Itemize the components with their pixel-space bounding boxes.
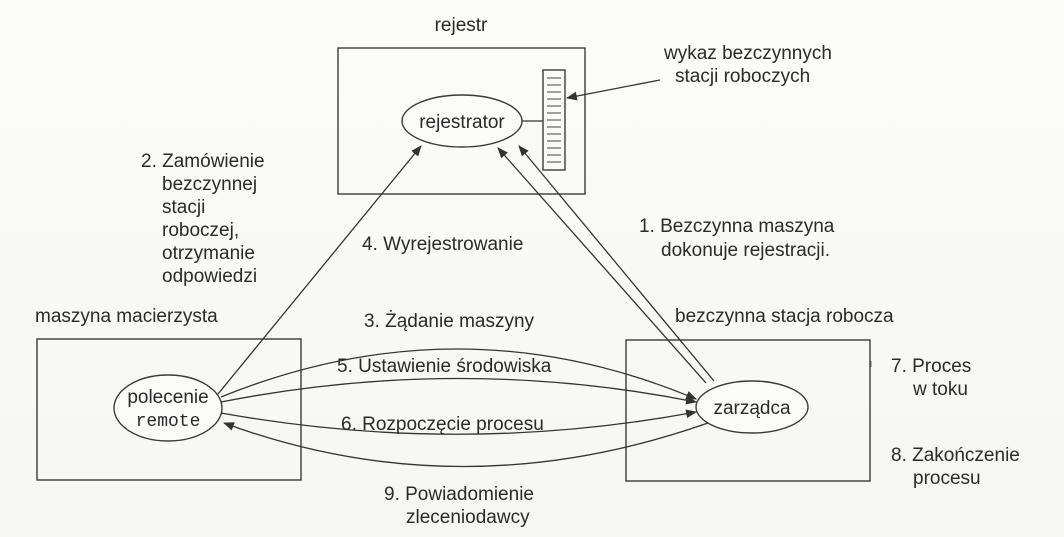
step-4-label: 4. Wyrejestrowanie xyxy=(362,234,523,255)
svg-text:dokonuje rejestracji.: dokonuje rejestracji. xyxy=(661,240,830,261)
idle-list-label-line1: wykaz bezczynnych xyxy=(663,43,832,64)
svg-text:roboczej,: roboczej, xyxy=(162,220,239,241)
idle-workstation-box xyxy=(625,339,871,482)
step-6-label: 6. Rozpoczęcie procesu xyxy=(341,414,544,435)
arrow-2-request-idle xyxy=(217,145,422,395)
idle-list-label-line2: stacji roboczych xyxy=(675,66,810,87)
arrow-4-deregister xyxy=(518,145,715,382)
svg-text:odpowiedzi: odpowiedzi xyxy=(162,266,257,287)
svg-text:w toku: w toku xyxy=(912,379,968,400)
idle-list-frame xyxy=(542,69,566,171)
remote-command-name: remote xyxy=(136,412,201,432)
step-2-label: 2. Zamówienie bezczynnej stacji roboczej… xyxy=(141,151,265,287)
step-7-label: 7. Proces w toku xyxy=(891,356,971,400)
arrow-3-request-machine xyxy=(220,348,698,400)
idle-list-pointer-arrow xyxy=(565,79,661,101)
svg-text:7. Proces: 7. Proces xyxy=(891,356,971,377)
step-9-label: 9. Powiadomienie zleceniodawcy xyxy=(384,484,534,528)
step-5-label: 5. Ustawienie środowiska xyxy=(337,356,552,377)
arrow-1-register xyxy=(497,147,707,384)
arrow-6-start-process xyxy=(220,409,698,435)
home-machine-title: maszyna macierzysta xyxy=(35,306,218,327)
idle-workstation-title: bezczynna stacja robocza xyxy=(675,306,894,327)
step-1-label: 1. Bezczynna maszyna dokonuje rejestracj… xyxy=(639,216,835,261)
arrow-9-notify-client xyxy=(222,422,709,468)
svg-text:8. Zakończenie: 8. Zakończenie xyxy=(891,445,1020,466)
svg-text:stacji: stacji xyxy=(162,197,205,218)
svg-text:2. Zamówienie: 2. Zamówienie xyxy=(141,151,265,172)
step-8-label: 8. Zakończenie procesu xyxy=(891,445,1020,489)
remote-command-label: polecenie xyxy=(127,387,208,408)
remote-command-node xyxy=(113,374,223,442)
svg-text:procesu: procesu xyxy=(913,468,981,489)
svg-text:zleceniodawcy: zleceniodawcy xyxy=(406,507,530,528)
svg-text:otrzymanie: otrzymanie xyxy=(162,243,255,264)
manager-node xyxy=(695,380,809,434)
manager-label: zarządca xyxy=(713,398,791,419)
step-3-label: 3. Żądanie maszyny xyxy=(364,311,535,332)
svg-text:9. Powiadomienie: 9. Powiadomienie xyxy=(384,484,534,505)
registry-title: rejestr xyxy=(435,15,488,36)
svg-text:1. Bezczynna maszyna: 1. Bezczynna maszyna xyxy=(639,216,835,237)
arrow-5-setup-environment xyxy=(220,377,698,405)
svg-text:bezczynnej: bezczynnej xyxy=(162,174,257,195)
idle-list-stack xyxy=(542,69,566,171)
idle-list-entries xyxy=(547,77,561,163)
registrar-label: rejestrator xyxy=(419,112,505,133)
home-machine-box xyxy=(36,338,302,481)
registry-box xyxy=(337,47,586,195)
